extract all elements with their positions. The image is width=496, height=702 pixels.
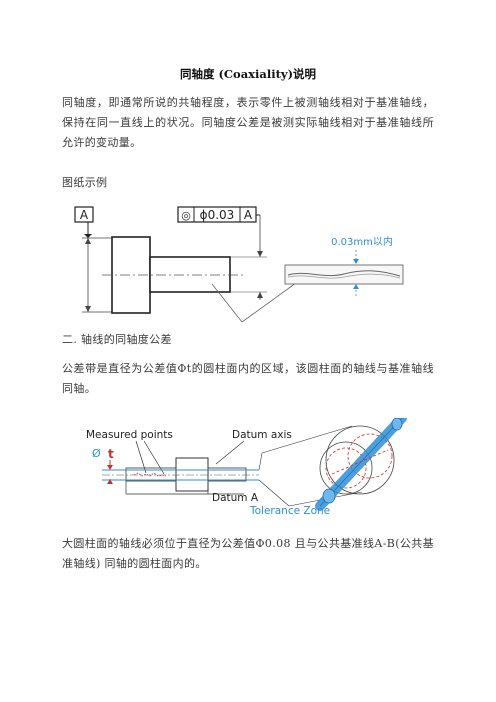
coaxiality-drawing-figure: A ◎ ϕ0.03 A 0.03mm以内 (74, 206, 404, 323)
dimension-arrow (85, 306, 91, 312)
tolerance-zone-3d-view (315, 418, 407, 511)
section2-heading: 二. 轴线的同轴度公差 (62, 333, 172, 346)
measured-points-trace (133, 472, 167, 477)
datum-label-box (74, 206, 94, 223)
phi-symbol: Ø (92, 447, 101, 460)
coaxiality-symbol: ◎ (181, 209, 191, 222)
closing-paragraph: 大圆柱面的轴线必须位于直径为公差值Φ0.08 且与公共基准线A-B(公共基准轴线… (62, 537, 434, 570)
frame-datum: A (244, 208, 253, 222)
page-title: 同轴度 (Coaxiality)说明 (179, 67, 317, 81)
tolerance-zone-label: Tolerance Zone (249, 505, 330, 517)
t-symbol: t (108, 447, 114, 461)
measured-axis-curve (287, 270, 401, 277)
datum-label: A (80, 208, 89, 222)
zone-arrow (353, 259, 359, 264)
tolerance-value: ϕ0.03 (200, 208, 235, 222)
intro-paragraph: 同轴度，即通常所说的共轴程度，表示零件上被测轴线相对于基准轴线，保持在同一直线上… (62, 96, 434, 149)
dimension-arrow (85, 238, 91, 244)
tolerance-zone-figure: Measured points Datum axis Ø t Datum A T… (86, 418, 407, 517)
datum-a-label: Datum A (212, 492, 259, 504)
center-cylinder (175, 457, 209, 492)
zone-arrow (353, 284, 359, 289)
right-shaft (207, 467, 247, 482)
datum-triangle (84, 234, 92, 238)
section2-paragraph: 公差带是直径为公差值Φt的圆柱面内的区域，该圆柱面的轴线与基准轴线同轴。 (62, 362, 434, 395)
small-shaft (149, 256, 231, 293)
datum-axis-label: Datum axis (232, 429, 292, 441)
zone-label: 0.03mm以内 (331, 235, 393, 248)
example-heading: 图纸示例 (62, 176, 108, 189)
measured-points-label: Measured points (86, 429, 173, 441)
zoom-leader (211, 283, 243, 323)
